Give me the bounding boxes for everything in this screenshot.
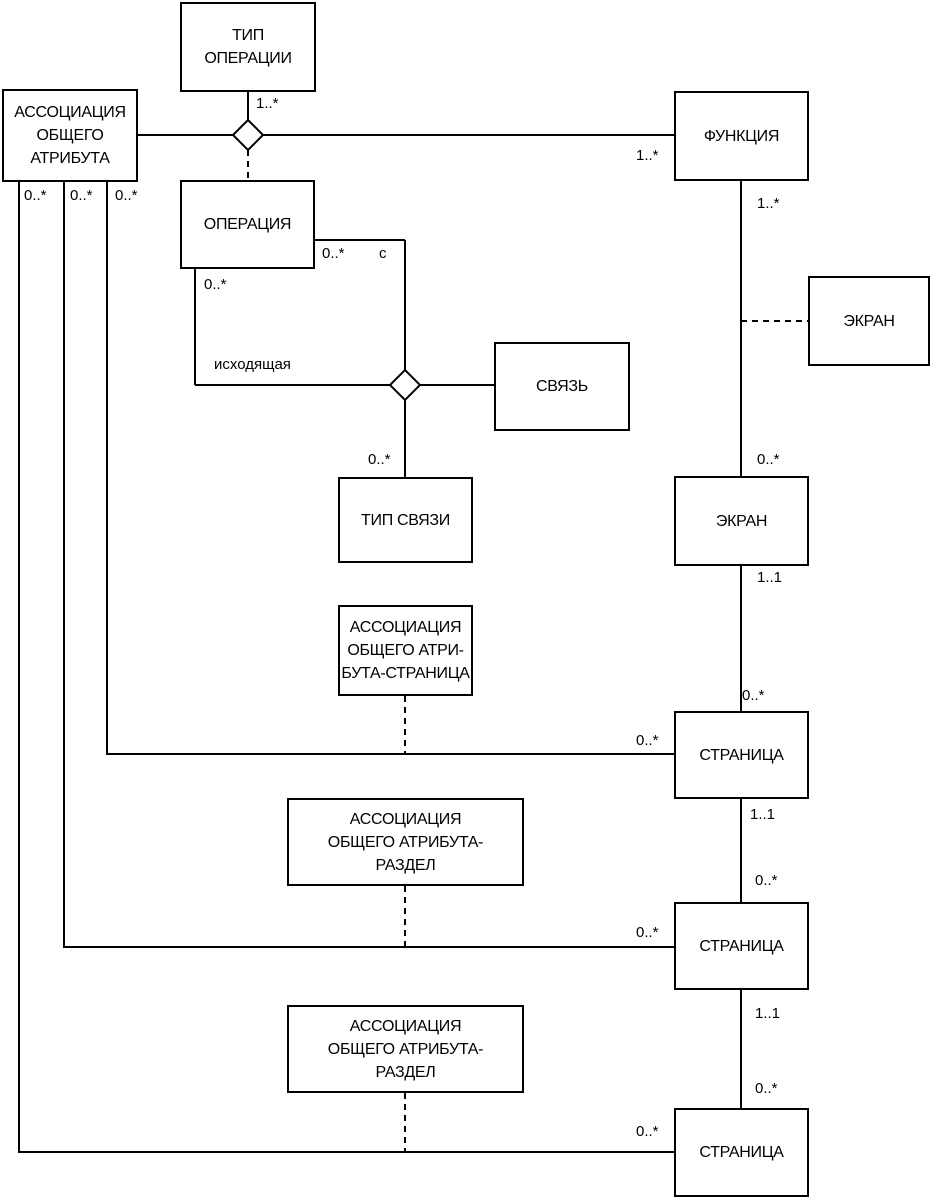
role-label: с: [379, 245, 387, 262]
entity-line: ОБЩЕГО АТРИ-: [347, 642, 464, 659]
entity-line: АССОЦИАЦИЯ: [349, 619, 462, 636]
multiplicity-label: 0..*: [636, 924, 659, 941]
attr-section-association-box-2: АССОЦИАЦИЯ ОБЩЕГО АТРИБУТА- РАЗДЕЛ: [287, 1005, 524, 1093]
entity-line: ОБЩЕГО АТРИБУТА-: [327, 833, 484, 851]
entity-line: ЭКРАН: [715, 512, 768, 530]
function-box: ФУНКЦИЯ: [674, 91, 809, 181]
multiplicity-label: 0..*: [755, 872, 778, 889]
entity-line: ФУНКЦИЯ: [703, 127, 780, 145]
entity-line: ТИП: [232, 27, 264, 44]
entity-line: АССОЦИАЦИЯ: [14, 104, 126, 121]
page-box-3: СТРАНИЦА: [674, 1108, 809, 1197]
entity-line: ОПЕРАЦИИ: [204, 50, 292, 67]
entity-line: РАЗДЕЛ: [375, 856, 436, 874]
attr-section-association-box-1: АССОЦИАЦИЯ ОБЩЕГО АТРИБУТА- РАЗДЕЛ: [287, 798, 524, 886]
screen-association-box: ЭКРАН: [808, 276, 930, 366]
multiplicity-label: 1..*: [757, 195, 780, 212]
entity-line: СТРАНИЦА: [699, 937, 784, 955]
link-box: СВЯЗЬ: [494, 342, 630, 431]
entity-line: АССОЦИАЦИЯ: [349, 1017, 462, 1035]
multiplicity-label: 0..*: [368, 451, 391, 468]
multiplicity-label: 0..*: [757, 451, 780, 468]
entity-line: ОБЩЕГО: [36, 127, 104, 144]
attr-page1-line: [106, 182, 674, 755]
entity-line: ЭКРАН: [843, 312, 895, 330]
role-label: исходящая: [214, 356, 291, 373]
attr-page2-line: [63, 182, 674, 948]
multiplicity-label: 1..1: [757, 569, 783, 586]
multiplicity-label: 0..*: [755, 1080, 778, 1097]
multiplicity-label: 0..*: [70, 187, 93, 204]
multiplicity-label: 0..*: [115, 187, 138, 204]
multiplicity-label: 1..1: [750, 806, 776, 823]
attr-page-association-box: АССОЦИАЦИЯ ОБЩЕГО АТРИ- БУТА-СТРАНИЦА: [338, 605, 473, 696]
multiplicity-label: 0..*: [742, 687, 765, 704]
page-box-2: СТРАНИЦА: [674, 902, 809, 990]
entity-line: БУТА-СТРАНИЦА: [341, 665, 470, 682]
multiplicity-label: 1..*: [636, 147, 659, 164]
page-box-1: СТРАНИЦА: [674, 711, 809, 799]
attr-page3-line: [18, 182, 674, 1153]
multiplicity-label: 1..*: [256, 95, 279, 112]
entity-line: СТРАНИЦА: [699, 746, 784, 764]
entity-line: ОБЩЕГО АТРИБУТА-: [327, 1040, 484, 1058]
multiplicity-label: 0..*: [24, 187, 47, 204]
link-type-box: ТИП СВЯЗИ: [338, 477, 473, 563]
entity-line: АССОЦИАЦИЯ: [349, 810, 462, 828]
entity-line: СТРАНИЦА: [699, 1144, 784, 1161]
operation-box: ОПЕРАЦИЯ: [180, 180, 315, 269]
entity-line: СВЯЗЬ: [536, 378, 588, 395]
assoc-diamond: [231, 118, 265, 152]
screen-box: ЭКРАН: [674, 476, 809, 566]
multiplicity-label: 0..*: [636, 1123, 659, 1140]
multiplicity-label: 0..*: [204, 276, 227, 293]
entity-line: ТИП СВЯЗИ: [361, 511, 450, 529]
operation-type-box: ТИП ОПЕРАЦИИ: [180, 2, 316, 92]
multiplicity-label: 0..*: [322, 245, 345, 262]
multiplicity-label: 1..1: [755, 1005, 781, 1022]
entity-line: АТРИБУТА: [30, 150, 110, 167]
common-attribute-association-box: АССОЦИАЦИЯ ОБЩЕГО АТРИБУТА: [2, 89, 138, 182]
entity-line: ОПЕРАЦИЯ: [203, 216, 292, 233]
entity-line: РАЗДЕЛ: [375, 1063, 436, 1081]
multiplicity-label: 0..*: [636, 732, 659, 749]
link-diamond: [388, 368, 422, 402]
